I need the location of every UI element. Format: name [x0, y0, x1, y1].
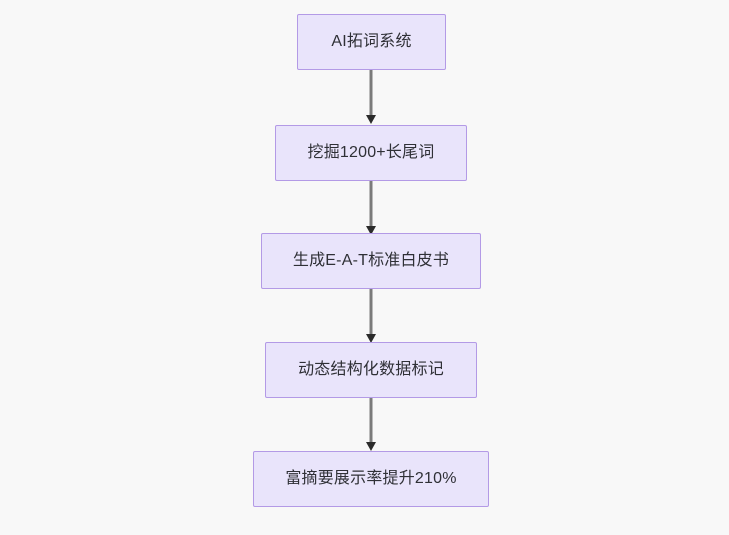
flow-node-label: 富摘要展示率提升210% [285, 470, 457, 488]
flow-node-mine-longtail-keywords[interactable]: 挖掘1200+长尾词 [275, 125, 467, 181]
flow-node-label: 生成E-A-T标准白皮书 [292, 252, 450, 270]
flow-edge-arrowhead-n4-n5 [366, 442, 376, 451]
flow-node-dynamic-structured-data-markup[interactable]: 动态结构化数据标记 [265, 342, 477, 398]
flow-edge-arrowhead-n2-n3 [366, 226, 376, 235]
flow-edge-n2-n3 [369, 181, 373, 228]
flow-node-label: 动态结构化数据标记 [298, 361, 444, 379]
flow-node-generate-eat-whitepaper[interactable]: 生成E-A-T标准白皮书 [261, 233, 481, 289]
flow-node-label: 挖掘1200+长尾词 [307, 144, 435, 162]
flow-edge-n3-n4 [369, 289, 373, 336]
flow-edge-n1-n2 [369, 70, 373, 117]
flow-edge-arrowhead-n3-n4 [366, 334, 376, 343]
flow-edge-n4-n5 [369, 398, 373, 444]
flow-node-ai-keyword-system[interactable]: AI拓词系统 [297, 14, 446, 70]
flow-edge-arrowhead-n1-n2 [366, 115, 376, 124]
flow-node-rich-snippet-rate-increase[interactable]: 富摘要展示率提升210% [253, 451, 489, 507]
flow-node-label: AI拓词系统 [331, 33, 412, 51]
